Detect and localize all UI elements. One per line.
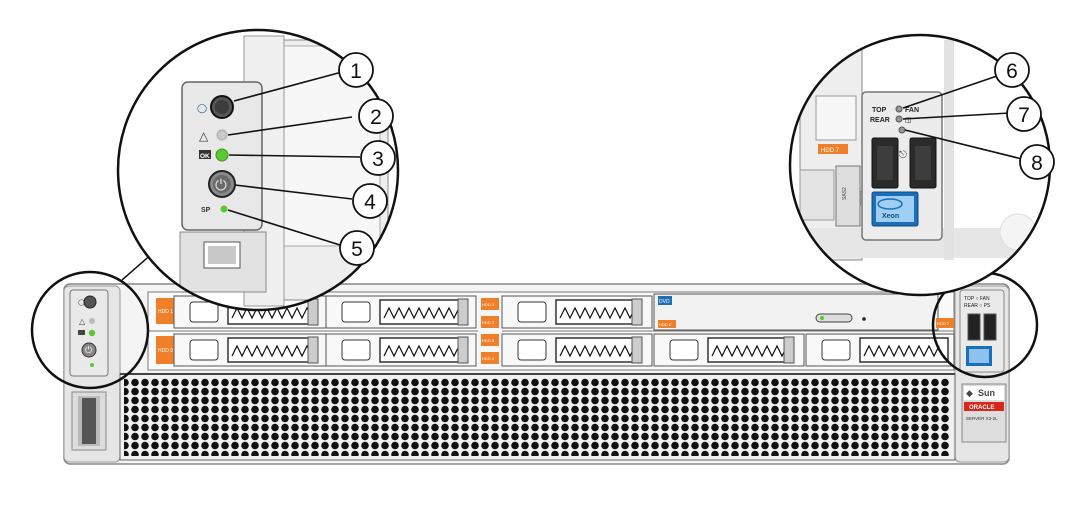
- usb-icon: ⎋: [899, 150, 907, 161]
- oracle-text: ORACLE: [969, 405, 994, 411]
- mini-rear-ps-label: REAR ○ PS: [964, 303, 991, 309]
- mini-usb-port[interactable]: [967, 313, 981, 341]
- svg-text:△: △: [79, 317, 86, 326]
- mini-usb-port[interactable]: [983, 313, 997, 341]
- sun-logo-text: Sun: [978, 388, 995, 398]
- power-icon: ⏻: [215, 176, 227, 194]
- overtemp-led: [898, 126, 906, 134]
- svg-text:⏻: ⏻: [85, 345, 92, 356]
- locator-icon: ◯: [197, 104, 207, 114]
- dvd-bay[interactable]: [653, 293, 939, 331]
- ok-label: OK: [200, 153, 210, 160]
- dvd-eject-slot[interactable]: [815, 313, 853, 323]
- service-required-led: [216, 129, 228, 141]
- hdd1-tag: HDD 1: [158, 309, 173, 315]
- callout-7: 7: [1006, 96, 1042, 132]
- top-fan-led: [895, 105, 903, 113]
- drive-row-bottom: HDD 0: [156, 333, 955, 367]
- callout-2: 2: [358, 98, 394, 134]
- hdd4-tag: HDD 4: [482, 356, 495, 361]
- svg-text:3: 3: [372, 148, 384, 171]
- svg-text:2: 2: [370, 106, 382, 129]
- hdd7-zoom-tag: HDD 7: [821, 148, 840, 154]
- hdd6-tag: HDD 6: [659, 322, 672, 327]
- ps-icon: ◫: [905, 116, 912, 124]
- mini-top-fan-label: TOP ○ FAN: [964, 296, 990, 302]
- sp-ok-led: [220, 205, 228, 213]
- svg-text:◯: ◯: [78, 299, 85, 306]
- oracle-badge: Sun ◆ ORACLE SERVER X3-2L: [961, 383, 1007, 443]
- hdd0-tag: HDD 0: [158, 348, 173, 354]
- callout-4: 4: [352, 183, 388, 219]
- mini-locator-button[interactable]: [83, 295, 97, 309]
- svg-text:6: 6: [1006, 60, 1018, 83]
- service-warning-icon: △: [199, 129, 209, 143]
- left-panel-highlight-ring: [30, 270, 150, 390]
- callout-5: 5: [339, 230, 375, 266]
- svg-text:7: 7: [1018, 104, 1030, 127]
- callout-6: 6: [994, 52, 1030, 88]
- callout-3: 3: [360, 140, 396, 176]
- sp-label: SP: [201, 207, 211, 214]
- dvd-label: DVD: [659, 299, 670, 305]
- xeon-label: Xeon: [882, 213, 899, 220]
- rear-ps-led: [895, 115, 903, 123]
- mini-control-panel: ◯ △ ⏻: [69, 289, 109, 377]
- fan-label: FAN: [905, 107, 919, 114]
- callout-8: 8: [1019, 144, 1055, 180]
- hdd5-tag: HDD 5: [482, 338, 495, 343]
- svg-text:◆: ◆: [966, 389, 973, 399]
- svg-text:5: 5: [351, 238, 363, 261]
- mini-power-button[interactable]: [81, 342, 97, 358]
- svg-text:8: 8: [1031, 152, 1043, 175]
- callout-leaders: [227, 71, 1023, 246]
- hdd3-tag: HDD 3: [482, 302, 495, 307]
- rear-label: REAR: [870, 117, 890, 124]
- model-text: SERVER X3-2L: [966, 416, 998, 421]
- hdd7-tag: HDD 7: [937, 321, 950, 326]
- power-ok-led: [215, 148, 229, 162]
- hdd2-tag: HDD 2: [482, 320, 495, 325]
- mini-status-panel: TOP ○ FAN REAR ○ PS: [959, 289, 1005, 373]
- callout-1: 1: [338, 52, 374, 88]
- svg-text:1: 1: [350, 60, 362, 83]
- svg-text:4: 4: [364, 191, 376, 214]
- top-label: TOP: [872, 107, 887, 114]
- sas-label: SAS2: [842, 187, 848, 200]
